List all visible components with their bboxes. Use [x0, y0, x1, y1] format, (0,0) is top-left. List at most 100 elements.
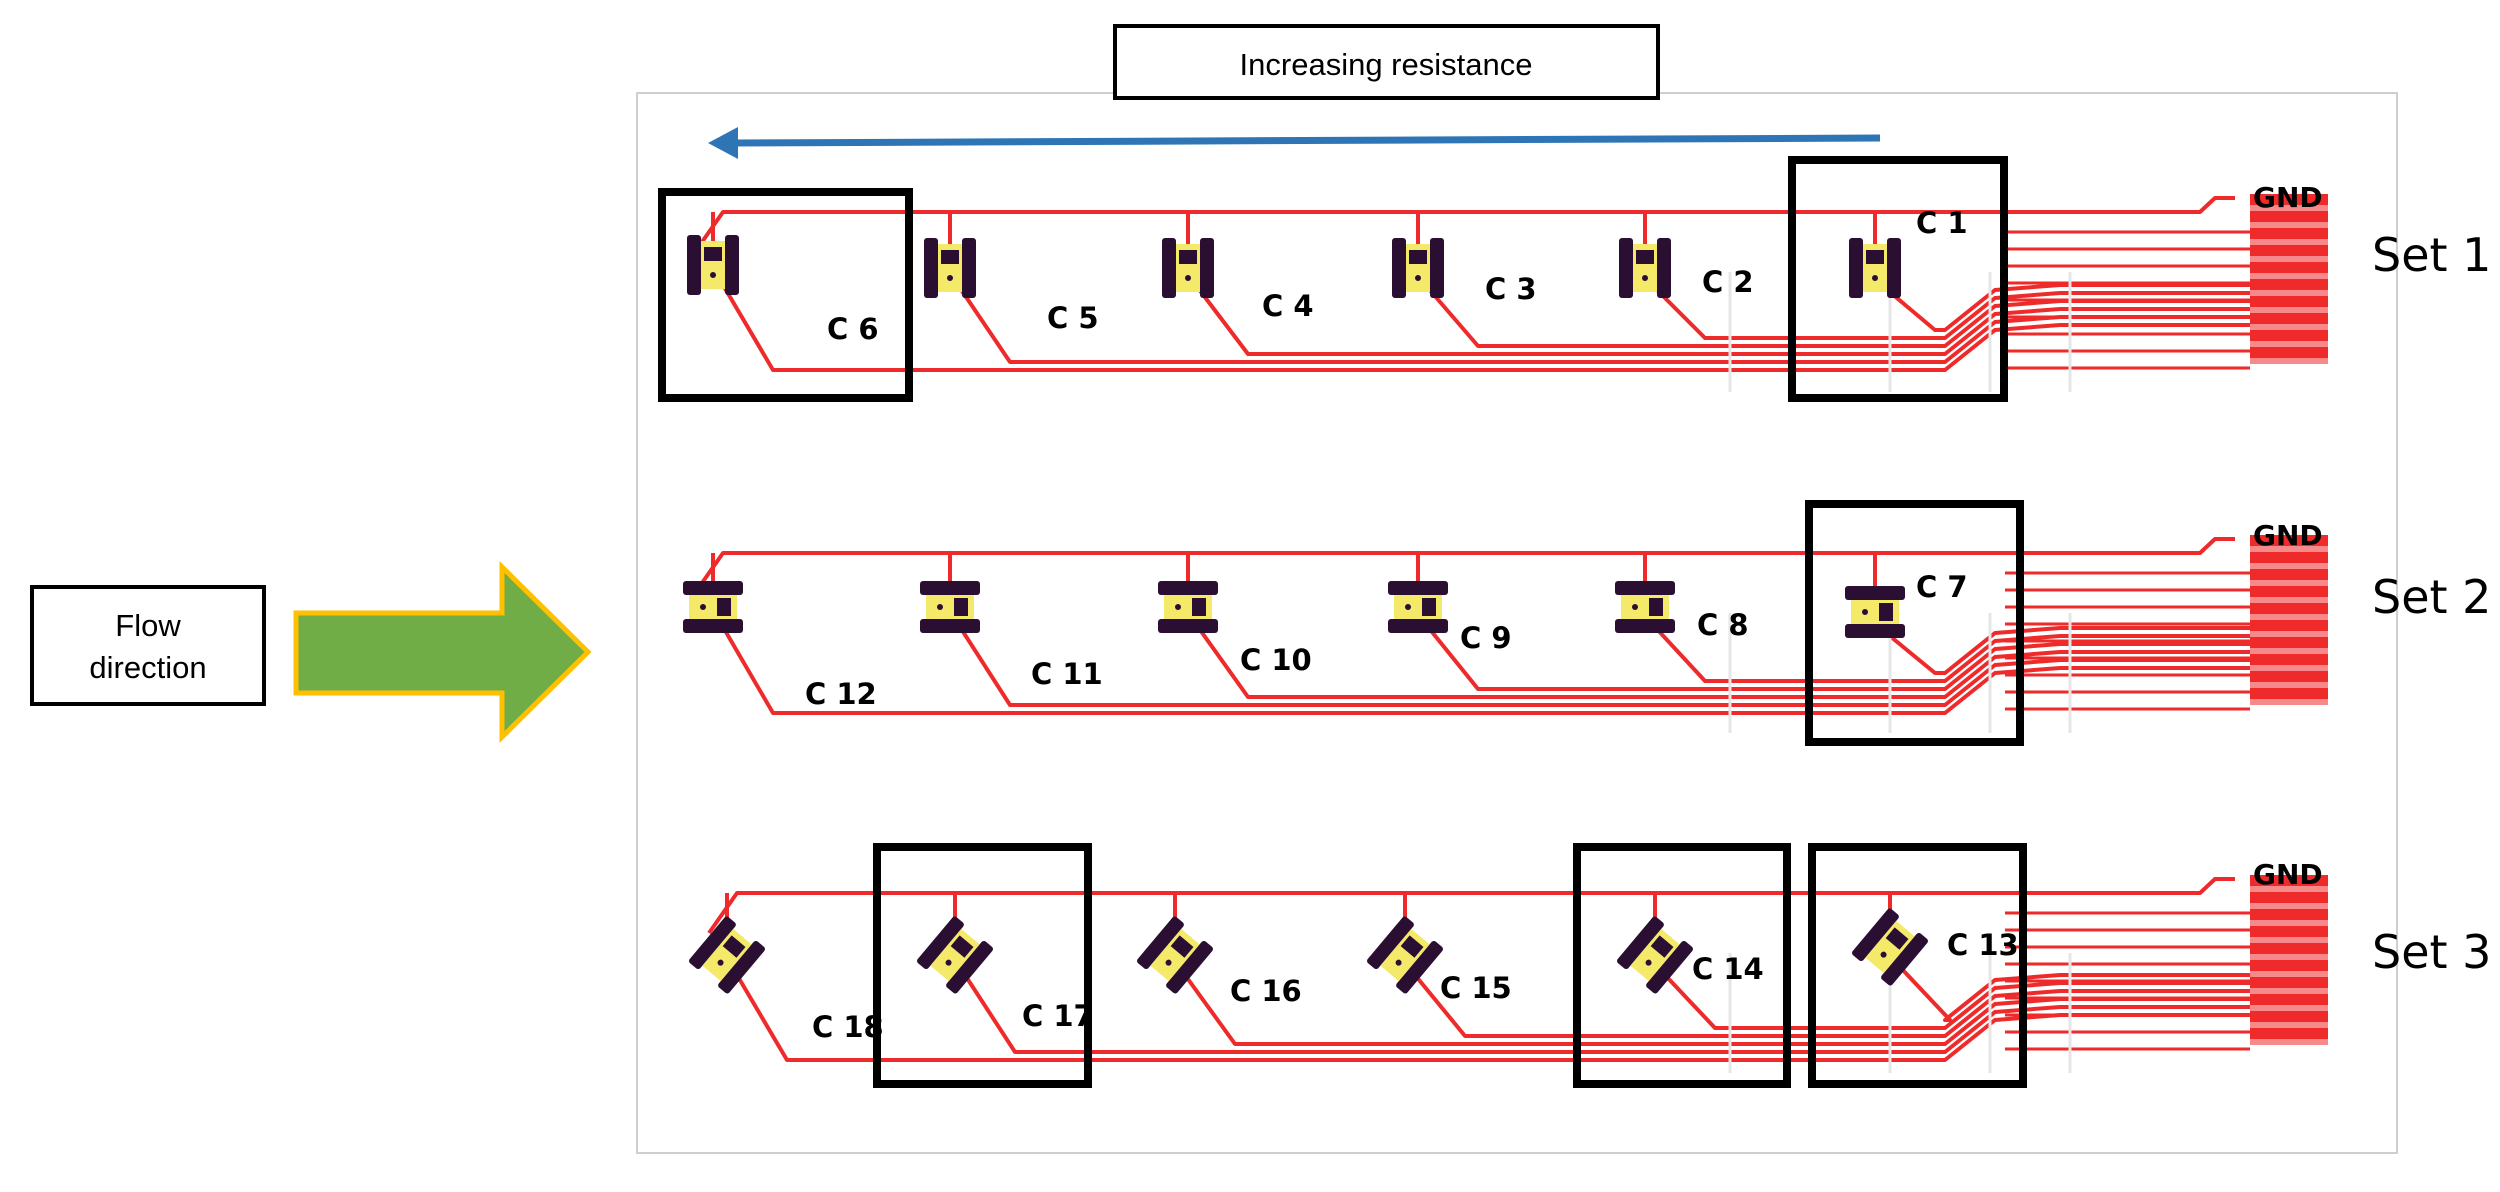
component-lead [1392, 238, 1406, 298]
pcb-traces [693, 196, 2250, 1073]
return-trace [1413, 973, 2250, 1038]
sensor-component [1845, 586, 1905, 638]
highlight-frame-c7 [1805, 500, 2024, 746]
component-lead [917, 916, 964, 970]
component-core [950, 935, 974, 958]
highlight-frame-c17 [873, 843, 1092, 1088]
component-lead [1158, 581, 1218, 595]
channel-label-c7: C 7 [1916, 570, 1968, 604]
channel-label-c12: C 12 [805, 677, 877, 711]
resistance-label: Increasing resistance [1240, 47, 1533, 82]
component-core [954, 598, 968, 616]
component-lead [1166, 940, 1213, 994]
component-core [717, 598, 731, 616]
component-dot [945, 959, 952, 966]
component-dot [1880, 951, 1887, 958]
flow-direction-line2: direction [89, 650, 206, 685]
set-label-1: Set 1 [2372, 228, 2491, 282]
flow-direction-line1: Flow [115, 608, 181, 643]
component-lead [1388, 581, 1448, 595]
component-lead [924, 238, 938, 298]
component-dot [1645, 959, 1652, 966]
component-lead [1881, 932, 1928, 986]
resistance-arrow [708, 127, 1881, 159]
component-core [722, 935, 746, 958]
component-dot [1642, 275, 1648, 281]
channel-label-c9: C 9 [1460, 621, 1512, 655]
sensor-component [687, 235, 739, 295]
component-lead [1619, 238, 1633, 298]
component-lead [1845, 586, 1905, 600]
gnd-label-set1: GND [2253, 181, 2323, 214]
component-lead [1367, 916, 1414, 970]
component-dot [1405, 604, 1411, 610]
component-lead [1849, 238, 1863, 298]
component-lead [1617, 916, 1664, 970]
return-trace [1426, 625, 2250, 691]
component-core [1400, 935, 1424, 958]
component-lead [962, 238, 976, 298]
connector-body [2250, 194, 2328, 364]
return-trace [1898, 965, 2250, 1022]
sensor-component [1617, 916, 1693, 994]
sensor-component [917, 916, 993, 994]
resistance-label-box: Increasing resistance [1113, 24, 1660, 100]
component-dot [1175, 604, 1181, 610]
channel-label-c6: C 6 [827, 312, 879, 346]
channel-label-c2: C 2 [1702, 265, 1754, 299]
component-dot [1872, 275, 1878, 281]
component-dot [1415, 275, 1421, 281]
component-core [1636, 250, 1654, 264]
sensor-component [920, 581, 980, 633]
component-lead [1158, 619, 1218, 633]
component-lead [1388, 619, 1448, 633]
component-core [1866, 250, 1884, 264]
component-lead [920, 619, 980, 633]
component-lead [683, 619, 743, 633]
sensor-component [924, 238, 976, 298]
gnd-connectors [2250, 194, 2328, 1045]
channel-label-c13: C 13 [1947, 928, 2019, 962]
return-trace [1883, 283, 2250, 332]
component-dot [1165, 959, 1172, 966]
sensor-component [689, 916, 765, 994]
return-trace [1196, 625, 2250, 699]
component-core [941, 250, 959, 264]
channel-label-c15: C 15 [1440, 971, 1512, 1005]
component-dot [1862, 609, 1868, 615]
sensor-component [1849, 238, 1901, 298]
component-core [1885, 927, 1909, 950]
gnd-label-set3: GND [2253, 858, 2323, 891]
set-label-3: Set 3 [2372, 925, 2491, 979]
channel-label-c8: C 8 [1697, 608, 1749, 642]
component-lead [1887, 238, 1901, 298]
sensor-component [1137, 916, 1213, 994]
channel-label-c5: C 5 [1047, 301, 1099, 335]
gnd-label-set2: GND [2253, 519, 2323, 552]
component-lead [1162, 238, 1176, 298]
sensor-component [1615, 581, 1675, 633]
component-lead [689, 916, 736, 970]
trace-group-set3 [707, 877, 2250, 1073]
component-core [1649, 598, 1663, 616]
flow-arrow [293, 561, 592, 743]
component-core [704, 247, 722, 261]
sensor-components [683, 235, 1928, 994]
flow-direction-box: Flow direction [30, 585, 266, 706]
sensor-component [683, 581, 743, 633]
sensor-component [1388, 581, 1448, 633]
component-dot [717, 959, 724, 966]
highlight-frame-c14 [1573, 843, 1791, 1088]
channel-label-c10: C 10 [1240, 643, 1312, 677]
channel-label-c11: C 11 [1031, 657, 1103, 691]
return-trace [963, 973, 2250, 1054]
return-trace [1196, 286, 2250, 356]
component-lead [946, 940, 993, 994]
return-trace [721, 625, 2250, 715]
component-core [1170, 935, 1194, 958]
highlight-frame-c13 [1808, 843, 2027, 1088]
return-trace [958, 625, 2250, 707]
component-core [1192, 598, 1206, 616]
component-lead [718, 940, 765, 994]
component-dot [1395, 959, 1402, 966]
